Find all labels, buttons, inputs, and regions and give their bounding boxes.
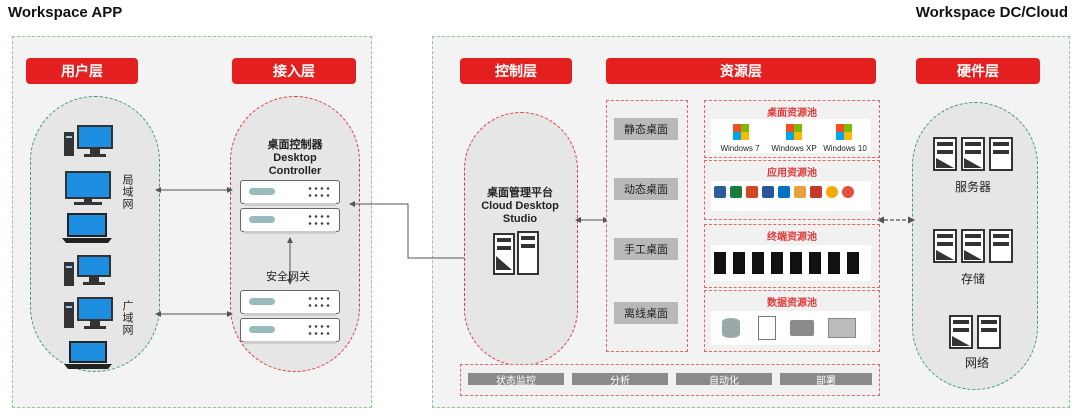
desktop-pc-icon-3 [64, 255, 111, 286]
user-layer-header: 用户层 [26, 58, 138, 84]
desktop-type-offline: 离线桌面 [614, 302, 678, 324]
os-label-winxp: Windows XP [771, 144, 817, 153]
terminal-icon [752, 252, 764, 274]
hw-server-label: 服务器 [954, 180, 991, 194]
terminal-icon [847, 252, 859, 274]
app-pool-title: 应用资源池 [767, 168, 817, 179]
controller-en2: Controller [268, 165, 322, 177]
folder-icon [790, 320, 814, 336]
terminal-icon [828, 252, 840, 274]
app-icon [730, 186, 742, 198]
terminal-pool-title: 终端资源池 [767, 232, 817, 243]
gateway-label: 安全网关 [266, 271, 310, 283]
app-icon [794, 186, 806, 198]
app-icon [810, 186, 822, 198]
app-icon [826, 186, 838, 198]
windows-logo-icon [786, 124, 802, 140]
hw-network-label: 网络 [964, 356, 989, 370]
terminal-icon [733, 252, 745, 274]
terminal-icon [790, 252, 802, 274]
desktop-pc-icon-4 [64, 297, 113, 329]
desktop-pool-title: 桌面资源池 [767, 108, 817, 119]
laptop-icon-1 [62, 213, 112, 243]
database-icon [722, 318, 740, 338]
os-label-win10: Windows 10 [823, 144, 867, 153]
desktop-type-static: 静态桌面 [614, 118, 678, 140]
windows-logo-icon [733, 124, 749, 140]
rack-foot [244, 313, 336, 316]
network-icon-hw [949, 315, 1001, 349]
platform-cn: 桌面管理平台 [487, 187, 553, 199]
bar-item-automation: 自动化 [676, 373, 772, 387]
terminal-icon [714, 252, 726, 274]
rack-foot [244, 231, 336, 234]
platform-en2: Studio [502, 213, 538, 225]
app-icon [746, 186, 758, 198]
mail-icon [828, 318, 856, 338]
right-title: Workspace DC/Cloud [915, 4, 1068, 21]
app-icon [778, 186, 790, 198]
gateway-rack-1 [240, 290, 340, 314]
platform-en1: Cloud Desktop [481, 200, 559, 212]
rack-foot [244, 203, 336, 206]
app-icon [714, 186, 726, 198]
terminal-icon [771, 252, 783, 274]
server-icon-hw [933, 137, 1013, 171]
controller-rack-1 [240, 180, 340, 204]
os-label-win7: Windows 7 [720, 144, 760, 153]
desktop-pc-icon-2 [65, 171, 111, 205]
bar-item-analysis: 分析 [572, 373, 668, 387]
rack-foot [244, 341, 336, 344]
resource-layer-header: 资源层 [606, 58, 876, 84]
storage-icon-hw [933, 229, 1013, 263]
windows-logo-icon [836, 124, 852, 140]
left-title: Workspace APP [8, 4, 123, 21]
document-icon [758, 316, 776, 340]
controller-rack-2 [240, 208, 340, 232]
access-layer-header: 接入层 [232, 58, 356, 84]
bar-item-monitoring: 状态监控 [468, 373, 564, 387]
controller-cn: 桌面控制器 [267, 139, 323, 151]
data-pool-title: 数据资源池 [767, 298, 817, 309]
control-layer-header: 控制层 [460, 58, 572, 84]
desktop-pc-icon-1 [64, 125, 113, 157]
bar-item-deployment: 部署 [780, 373, 872, 387]
hw-storage-label: 存储 [960, 272, 985, 286]
app-icon [762, 186, 774, 198]
lan-label: 局域网 [121, 174, 133, 210]
terminal-icon [809, 252, 821, 274]
desktop-type-dynamic: 动态桌面 [614, 178, 678, 200]
hardware-layer-header: 硬件层 [916, 58, 1040, 84]
controller-en1: Desktop [273, 152, 317, 164]
laptop-icon-2 [64, 341, 112, 369]
gateway-rack-2 [240, 318, 340, 342]
server-icon-control [493, 231, 539, 275]
app-icon [842, 186, 854, 198]
wan-label: 广域网 [121, 300, 133, 336]
desktop-type-manual: 手工桌面 [614, 238, 678, 260]
